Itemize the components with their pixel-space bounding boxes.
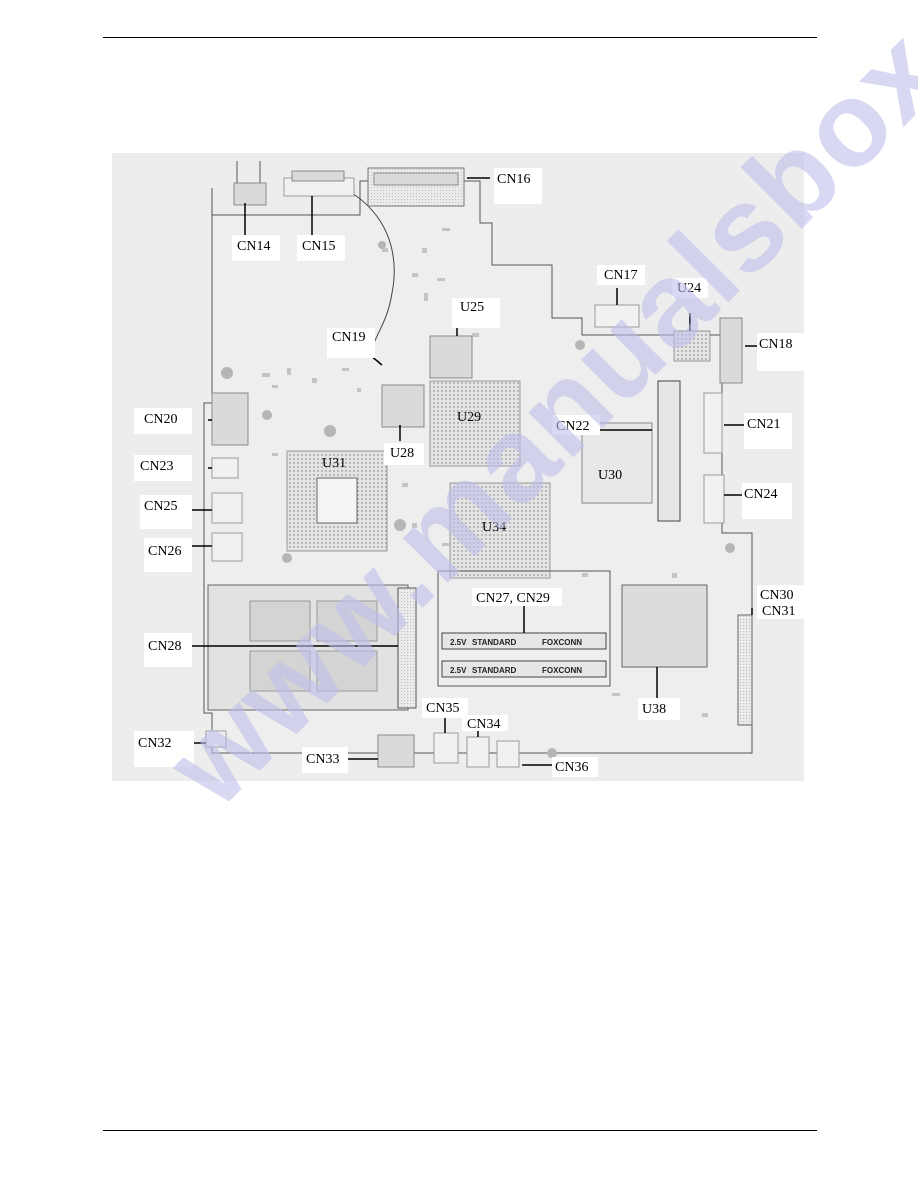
bottom-rule [103, 1130, 817, 1131]
connector-cn24-part [703, 474, 725, 524]
label-u31: U31 [322, 456, 346, 471]
connector-cn18-part [719, 317, 743, 384]
connector-cn30-31-part [737, 614, 753, 726]
connector-cn28-part [207, 584, 417, 711]
label-cn22: CN22 [556, 419, 589, 434]
label-u24: U24 [677, 281, 701, 296]
label-cn32: CN32 [138, 736, 171, 751]
label-cn30: CN30 [760, 588, 793, 603]
connector-cn21-part [703, 392, 723, 454]
label-cn33: CN33 [306, 752, 339, 767]
chip-u38 [621, 584, 708, 668]
connector-cn25-part [211, 492, 243, 524]
label-cn16: CN16 [497, 172, 530, 187]
chip-u30 [581, 422, 653, 504]
label-u30: U30 [598, 468, 622, 483]
label-cn19: CN19 [332, 330, 365, 345]
label-cn27-cn29: CN27, CN29 [476, 591, 550, 606]
dimm1-vendor: FOXCONN [542, 638, 582, 647]
motherboard-diagram: 2.5V STANDARD FOXCONN 2.5V STANDARD FOXC… [112, 153, 804, 781]
connector-cn32-part [205, 730, 227, 748]
label-cn28: CN28 [148, 639, 181, 654]
label-u38: U38 [642, 702, 666, 717]
dimm2-voltage: 2.5V [450, 666, 467, 675]
chip-u29 [429, 380, 521, 467]
connector-cn20-part [211, 392, 249, 446]
connector-cn35-part [433, 732, 459, 764]
dimm1-type: STANDARD [472, 638, 517, 647]
via-holes [221, 241, 735, 758]
label-cn20: CN20 [144, 412, 177, 427]
leader-lines [192, 177, 757, 766]
dimm2-type: STANDARD [472, 666, 517, 675]
label-u34: U34 [482, 520, 506, 535]
dimm-slots [437, 570, 611, 687]
chip-u24 [673, 330, 711, 362]
connector-cn14-part [233, 161, 267, 206]
chip-u28 [381, 384, 425, 428]
label-u29: U29 [457, 410, 481, 425]
label-cn17: CN17 [604, 268, 637, 283]
label-cn25: CN25 [144, 499, 177, 514]
label-cn34: CN34 [467, 717, 500, 732]
connector-cn26-part [211, 532, 243, 562]
label-u28: U28 [390, 446, 414, 461]
connector-cn34-part [466, 736, 490, 768]
connector-cn36-part [496, 740, 520, 768]
connector-cn22-part [657, 380, 681, 522]
label-u25: U25 [460, 300, 484, 315]
connector-cn16-part [367, 167, 465, 207]
dimm-slot-1-text: 2.5V STANDARD FOXCONN [450, 638, 582, 647]
label-cn26: CN26 [148, 544, 181, 559]
connector-cn33-part [377, 734, 415, 768]
label-cn24: CN24 [744, 487, 777, 502]
dimm1-voltage: 2.5V [450, 638, 467, 647]
label-cn31: CN31 [762, 604, 795, 619]
label-cn18: CN18 [759, 337, 792, 352]
label-cn36: CN36 [555, 760, 588, 775]
label-cn23: CN23 [140, 459, 173, 474]
labels: CN14 CN15 CN16 CN17 U24 CN18 U25 CN19 CN… [134, 168, 804, 777]
chip-u25 [429, 335, 473, 379]
label-cn14: CN14 [237, 239, 270, 254]
label-cn35: CN35 [426, 701, 459, 716]
cable-trace [351, 192, 395, 344]
top-rule [103, 37, 817, 38]
chip-u31-socket [316, 477, 358, 524]
label-cn15: CN15 [302, 239, 335, 254]
label-cn21: CN21 [747, 417, 780, 432]
chip-u34 [449, 482, 551, 579]
connector-cn15-part [283, 170, 355, 197]
component-texture [262, 228, 708, 717]
dimm-slot-2-text: 2.5V STANDARD FOXCONN [450, 666, 582, 675]
dimm2-vendor: FOXCONN [542, 666, 582, 675]
connector-cn23-part [211, 457, 239, 479]
